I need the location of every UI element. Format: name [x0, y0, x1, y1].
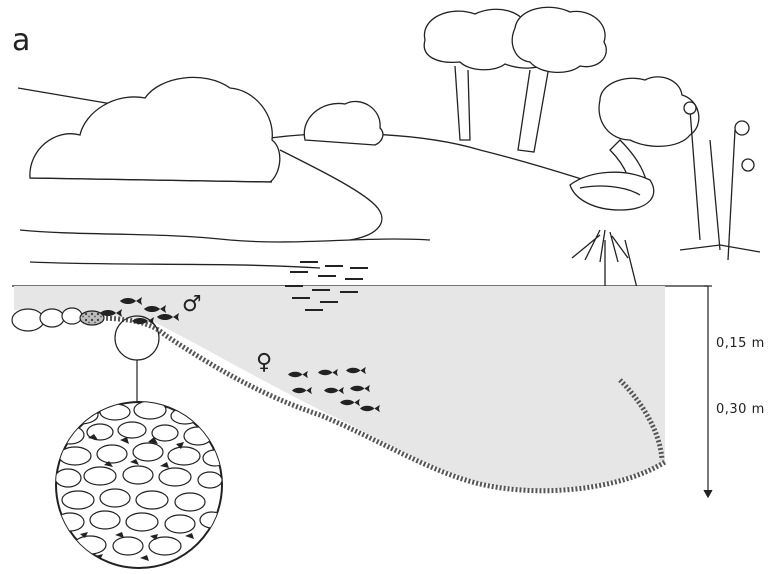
- male-symbol: ♂: [182, 294, 202, 316]
- bushes: [30, 77, 383, 182]
- female-symbol: ♀: [256, 352, 272, 374]
- shore-stones: [12, 308, 104, 331]
- depth-label-deep: 0,30 m: [716, 402, 765, 417]
- panel-label: a: [12, 26, 30, 56]
- trees: [424, 7, 699, 210]
- depth-label-shallow: 0,15 m: [716, 336, 765, 351]
- depth-scale: [704, 286, 712, 497]
- magnified-substrate: [55, 401, 227, 568]
